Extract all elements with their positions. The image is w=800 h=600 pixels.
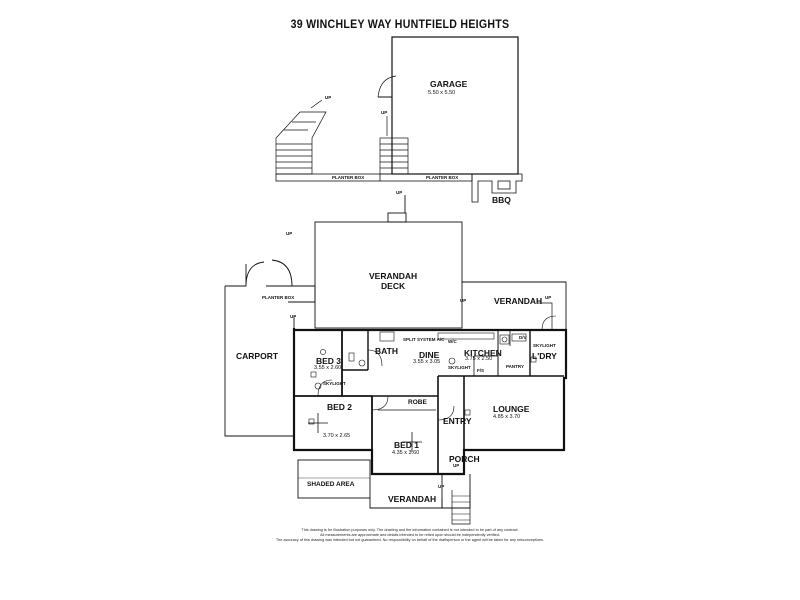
up-label: UP [545, 295, 552, 300]
robe-label: ROBE [408, 399, 427, 406]
planter-boxes [275, 173, 523, 203]
verandah-deck-label: VERANDAH DECK [369, 271, 418, 291]
split-system-label: SPLIT SYSTEM A/C [403, 337, 445, 342]
garage-outline [377, 36, 519, 175]
lounge-label: LOUNGE [493, 404, 530, 414]
bed3-dims: 3.55 x 2.60 [314, 365, 342, 371]
skylight-label: SKYLIGHT [448, 365, 471, 370]
skylight-label: SKYLIGHT [323, 381, 346, 386]
up-label: UP [286, 231, 293, 236]
dine-dims: 3.55 x 3.05 [413, 359, 441, 365]
planter-box-label-1: PLANTER BOX [332, 175, 365, 180]
disclaimer-line: All measurements are approximate and det… [320, 533, 500, 538]
up-label: UP [396, 190, 403, 195]
fixtures [308, 331, 537, 425]
pantry-label: PANTRY [506, 364, 524, 369]
porch-label: PORCH [449, 454, 480, 464]
carport-outline [224, 259, 316, 437]
shaded-area-label: SHADED AREA [307, 481, 355, 488]
bath-label: BATH [375, 346, 398, 356]
up-label: UP [453, 463, 460, 468]
bed1-dims: 4.35 x 3.60 [392, 450, 420, 456]
verandah-bottom-label: VERANDAH [388, 494, 437, 504]
verandah-right-outline [462, 281, 567, 330]
kitchen-label: KITCHEN [464, 348, 502, 358]
plan-title: 39 WINCHLEY WAY HUNTFIELD HEIGHTS [290, 19, 510, 31]
bed1-label: BED 1 [394, 440, 420, 450]
verandah-deck-outline [314, 195, 463, 329]
left-stair [275, 99, 327, 175]
disclaimer-line: This drawing is for illustration purpose… [301, 528, 519, 532]
garage-steps [379, 116, 409, 175]
ldry-label: L'DRY [532, 351, 557, 361]
up-label: UP [460, 298, 467, 303]
verandah-right-label: VERANDAH [494, 296, 543, 306]
doors [317, 315, 557, 421]
up-label: UP [325, 95, 332, 100]
house-walls [292, 328, 568, 476]
dine-label: DINE [419, 350, 440, 360]
disclaimer: This drawing is for illustration purpose… [230, 528, 590, 543]
porch-verandah [297, 459, 471, 525]
fridge-label: F/S [477, 368, 485, 373]
planter-box-label-2: PLANTER BOX [426, 175, 459, 180]
bbq-label: BBQ [492, 195, 511, 205]
skylight-label: SKYLIGHT [533, 343, 556, 348]
garage-dims: 5.50 x 5.50 [428, 90, 456, 96]
entry-label: ENTRY [443, 416, 472, 426]
ceiling-fans [308, 413, 422, 452]
bed3-label: BED 3 [316, 356, 342, 366]
disclaimer-line: The accuracy of this drawing was intende… [275, 538, 545, 543]
kitchen-dims: 3.75 x 2.50 [465, 356, 493, 362]
lounge-dims: 4.85 x 3.70 [493, 414, 521, 420]
up-label: UP [381, 110, 388, 115]
planter-box-label-3: PLANTER BOX [262, 295, 295, 300]
carport-label: CARPORT [236, 351, 279, 361]
bed2-label: BED 2 [327, 402, 353, 412]
up-label: UP [290, 314, 297, 319]
bed2-dims: 3.70 x 2.65 [323, 433, 351, 439]
garage-label: GARAGE [430, 79, 468, 89]
dishwasher-label: D/V [519, 335, 527, 340]
up-label: UP [438, 484, 445, 489]
walk-in-label: W/C [448, 339, 457, 344]
